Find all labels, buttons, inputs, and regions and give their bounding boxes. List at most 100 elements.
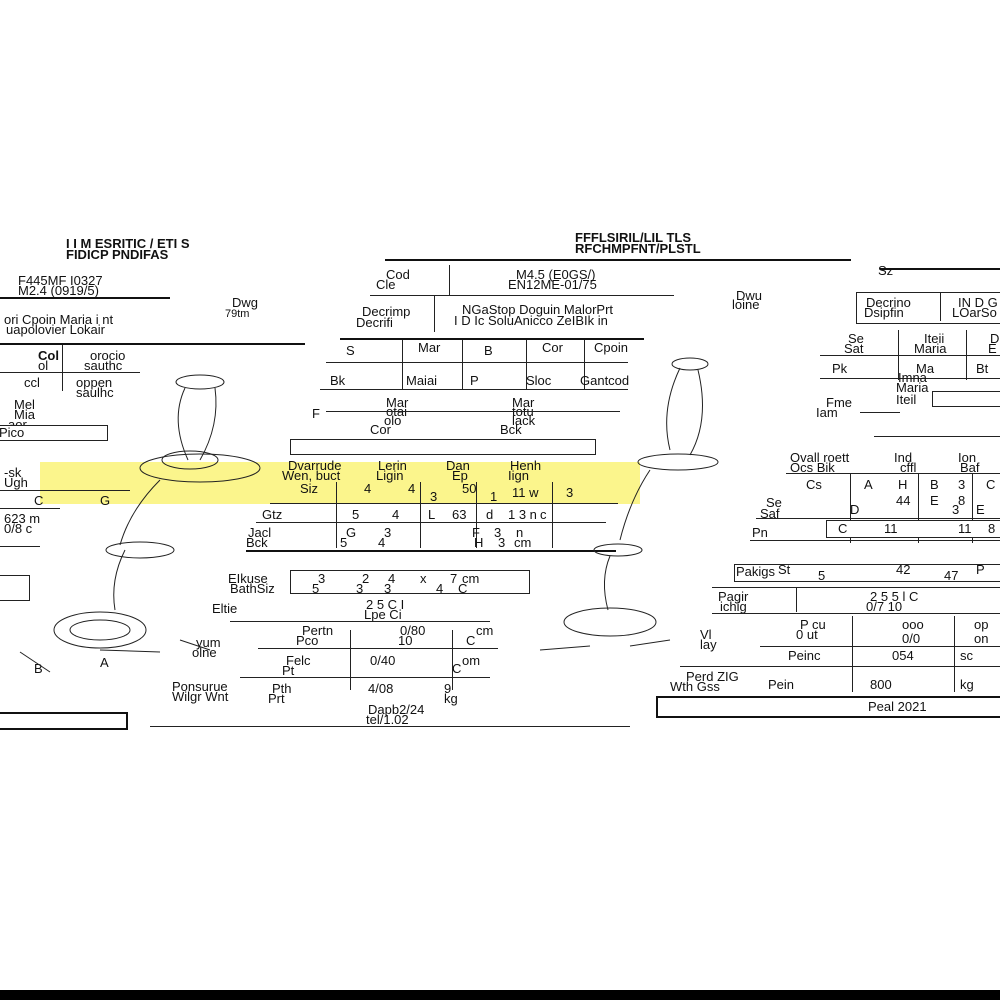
middle-sub-v-1: 2 5 C I — [366, 597, 405, 612]
middle-grid-r4-1: olo — [384, 413, 402, 428]
middle-f-label: F — [312, 406, 320, 421]
right-dwg-2: loine — [732, 297, 760, 312]
left-col-head-1: Col — [38, 348, 59, 363]
right-spec-r1-4: B — [930, 477, 939, 492]
right-grid-r1-2: Ma — [916, 361, 935, 376]
right-spec-r3-4: E — [976, 502, 985, 517]
middle-grid-div-3 — [526, 340, 527, 390]
right-spec-r2-2: 44 — [896, 493, 911, 508]
middle-grid-r2-2: Mar — [512, 395, 535, 410]
left-dwg-label: Dwg — [232, 295, 259, 310]
middle-spec-r2-6: d — [486, 507, 494, 522]
right-spec-r4-1: Pn — [752, 525, 768, 540]
right-spec-h2-1: Ocs Bik — [790, 460, 835, 475]
middle-rule-10 — [230, 621, 490, 622]
right-spec-div-1 — [850, 473, 851, 543]
left-rule-6 — [0, 546, 40, 547]
left-title-2: FIDICP PNDIFAS — [66, 247, 169, 262]
left-col-row-3: saulhc — [76, 385, 114, 400]
middle-desc-value-1: NGaStop Doguin MalorPrt — [462, 302, 614, 317]
middle-desc-label-1: Decrimp — [362, 304, 411, 319]
right-spec-h-3: Ion — [958, 450, 977, 465]
right-pack-label: Pakigs — [736, 564, 776, 579]
middle-spec-r2-1: Gtz — [262, 507, 283, 522]
left-col-head-4: sauthc — [84, 358, 123, 373]
middle-grid-r2-1: Mar — [386, 395, 409, 410]
middle-vol-1: Pertn — [302, 623, 334, 638]
middle-pack-box — [290, 570, 530, 594]
right-rule-10 — [760, 646, 1000, 647]
middle-spec-head-2: Lerin — [378, 458, 407, 473]
middle-rule-6 — [326, 411, 620, 412]
left-dim-c: C — [34, 493, 44, 508]
middle-spec-r1-6: 1 — [490, 489, 498, 504]
middle-spec-div-3 — [476, 482, 477, 548]
middle-spec-r1-7: 11 w — [512, 485, 539, 500]
middle-rule-5 — [320, 389, 628, 390]
right-desc-value-2: LOarSo — [952, 305, 997, 320]
right-net-3: kg — [960, 677, 974, 692]
right-footer-text: Peal 2021 — [868, 699, 927, 714]
middle-spec-r1-8: 3 — [566, 485, 574, 500]
right-spec-h2-2: cffl — [900, 460, 917, 475]
middle-grid-r1-5: Gantcod — [580, 373, 630, 388]
right-vol-div-2 — [954, 616, 955, 692]
right-vol-2: ooo — [902, 617, 924, 632]
right-desc-value-1: IN D G — [958, 295, 998, 310]
right-spec-r1-2: A — [864, 477, 873, 492]
middle-spec-r4-3: 4 — [378, 535, 386, 550]
middle-code-val-2: EN12ME-01/75 — [508, 277, 597, 292]
right-rule-2 — [820, 378, 1000, 379]
middle-vol-3: 0/80 — [400, 623, 426, 638]
right-desc-label-2: Dsipfin — [864, 305, 904, 320]
middle-grid-r1-3: P — [470, 373, 479, 388]
right-net-label-1: Perd ZIG — [686, 669, 739, 684]
middle-grid-div-2 — [462, 340, 463, 390]
middle-spec-r3-1: Jacl — [248, 525, 272, 540]
middle-net-5: kg — [444, 691, 458, 706]
middle-grid-r4-2: lack — [512, 413, 536, 428]
left-col-head-3: ol — [38, 358, 49, 373]
right-mat-1: Fme — [826, 395, 852, 410]
middle-vol-4: 10 — [398, 633, 413, 648]
left-rule-5 — [0, 508, 60, 509]
right-spec-r4-4: 11 — [958, 521, 972, 536]
right-spec-r4-3: 11 — [884, 521, 898, 536]
middle-grid-div-4 — [584, 340, 585, 390]
left-code-1: F445MF I0327 — [18, 273, 103, 288]
right-vol-label-2: lay — [700, 637, 717, 652]
middle-grid-r5-1: Cor — [370, 422, 391, 437]
middle-vol-div-2 — [452, 630, 453, 690]
middle-wt-1: Felc — [286, 653, 311, 668]
middle-rule-12 — [240, 677, 490, 678]
left-legend-b: B — [34, 661, 43, 676]
middle-head-div — [449, 265, 450, 295]
middle-pack-v-1: 3 — [318, 571, 326, 586]
middle-stand-drawing — [539, 357, 719, 651]
right-rule-11 — [680, 666, 1000, 667]
right-mat-2: Iam — [816, 405, 838, 420]
middle-grid-head-1: S — [346, 343, 355, 358]
left-pic-box: Pico — [0, 425, 108, 441]
middle-rule-7 — [270, 503, 618, 504]
right-desc-div — [940, 293, 941, 321]
left-col-div — [62, 345, 63, 391]
right-net-label-2: Wth Gss — [670, 679, 720, 694]
middle-spec-head2-4: Iign — [508, 468, 529, 483]
right-sub-div — [796, 588, 797, 612]
middle-rule-4 — [326, 362, 628, 363]
left-col-head-2: orocio — [90, 348, 126, 363]
right-grid-r2-2: Maria — [896, 380, 929, 395]
left-desc-1: ori Cpoin Maria i nt — [4, 312, 114, 327]
left-pic-label: Pico — [0, 425, 25, 440]
middle-pack-v-6: cm — [462, 571, 480, 586]
right-grid-h-3: D — [990, 331, 1000, 346]
left-legend-a: A — [100, 655, 109, 670]
middle-spec-div-2 — [420, 482, 421, 548]
left-footer-box — [0, 712, 128, 730]
middle-spec-r1-3: 4 — [408, 481, 416, 496]
middle-sub-label: Eltie — [212, 601, 238, 616]
right-sub-label-2: ichig — [720, 599, 747, 614]
left-mat-1: Mel — [14, 397, 35, 412]
middle-code-cod: Cod — [386, 267, 410, 282]
